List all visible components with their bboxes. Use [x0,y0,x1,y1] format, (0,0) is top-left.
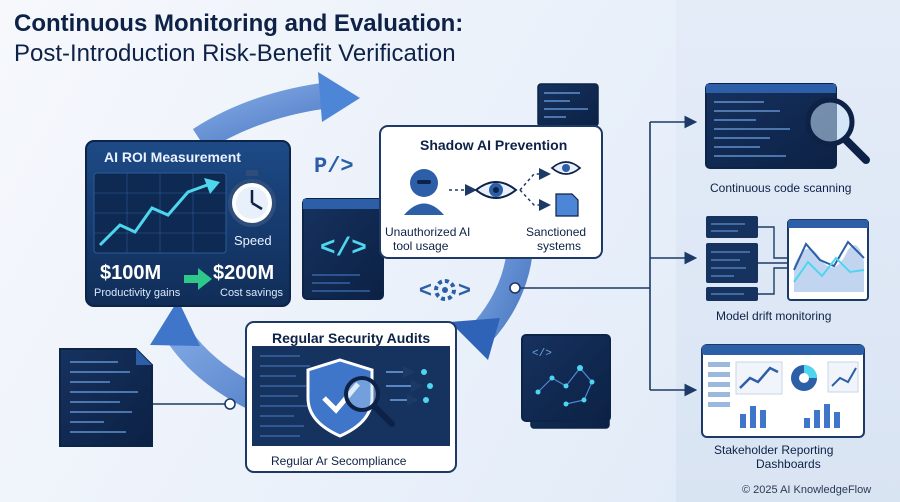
cycle-arc-top [192,82,332,151]
roi-trend-arrowhead [204,178,220,194]
gear-code-icon: < > [419,277,471,302]
roi-caption-left: Productivity gains [94,287,181,299]
roi-speed-label: Speed [234,233,272,248]
magnifier-icon-scan [805,97,870,164]
connector-right-node [509,282,521,294]
code-monitor-top [537,83,599,127]
shadow-right-label-2: systems [537,239,582,253]
code-brackets-icon: </> [320,233,367,263]
cycle-arrowhead-left [150,300,200,346]
bar-chart-icon [827,361,859,393]
eye-icon-small [550,161,582,175]
code-glyph: P/> [314,154,354,179]
connector-left-node [224,398,236,410]
roi-panel-title: AI ROI Measurement [104,149,241,165]
roi-value-left: $100M [100,262,162,284]
document-icon [555,193,579,217]
copyright: © 2025 AI KnowledgeFlow [742,484,872,496]
pie-chart-icon [791,365,817,391]
roi-caption-right: Cost savings [220,287,283,299]
constellation-icon [535,365,595,407]
eye-icon [474,181,518,199]
audit-panel-footer: Regular Ar Secompliance [271,454,407,468]
stopwatch-icon [228,170,276,227]
audit-panel [245,321,457,473]
scan-label: Continuous code scanning [710,181,852,195]
magnifier-icon [344,376,395,427]
shadow-right-label-1: Sanctioned [526,225,587,239]
connectors [152,115,698,410]
line-chart-icon [787,219,869,301]
title-line-1: Continuous Monitoring and Evaluation: [14,10,464,37]
audit-panel-title: Regular Security Audits [272,330,431,346]
shadow-panel-title: Shadow AI Prevention [420,137,568,153]
cycle-arrowhead-right [450,318,500,360]
person-icon [404,169,444,215]
svg-text:<: < [419,277,432,302]
roi-panel [85,140,291,307]
dashboard-graphic [701,344,865,438]
drift-label: Model drift monitoring [716,309,832,323]
roi-trend-line [98,182,211,247]
shadow-panel [379,125,603,259]
svg-text:>: > [458,277,471,302]
scan-graphic [705,83,870,169]
drift-graphic [706,216,869,301]
line-chart-icon-dash [735,361,783,395]
shadow-left-label-1: Unauthorized AI [385,225,471,239]
code-monitor-small: </> [302,198,384,300]
title-line-2: Post-Introduction Risk-Benefit Verificat… [14,40,456,67]
shadow-left-label-2: tool usage [393,239,449,253]
constellation-monitor: </> [521,334,611,429]
bar-chart-icon-bottom [740,404,840,428]
report-label-2: Dashboards [756,457,821,471]
roi-value-right: $200M [213,262,275,284]
code-brackets-icon-small: </> [532,348,552,360]
cycle-arrowhead-top [318,72,360,122]
document-left [59,348,153,447]
roi-green-arrow [184,268,212,290]
report-label-1: Stakeholder Reporting [714,443,834,457]
